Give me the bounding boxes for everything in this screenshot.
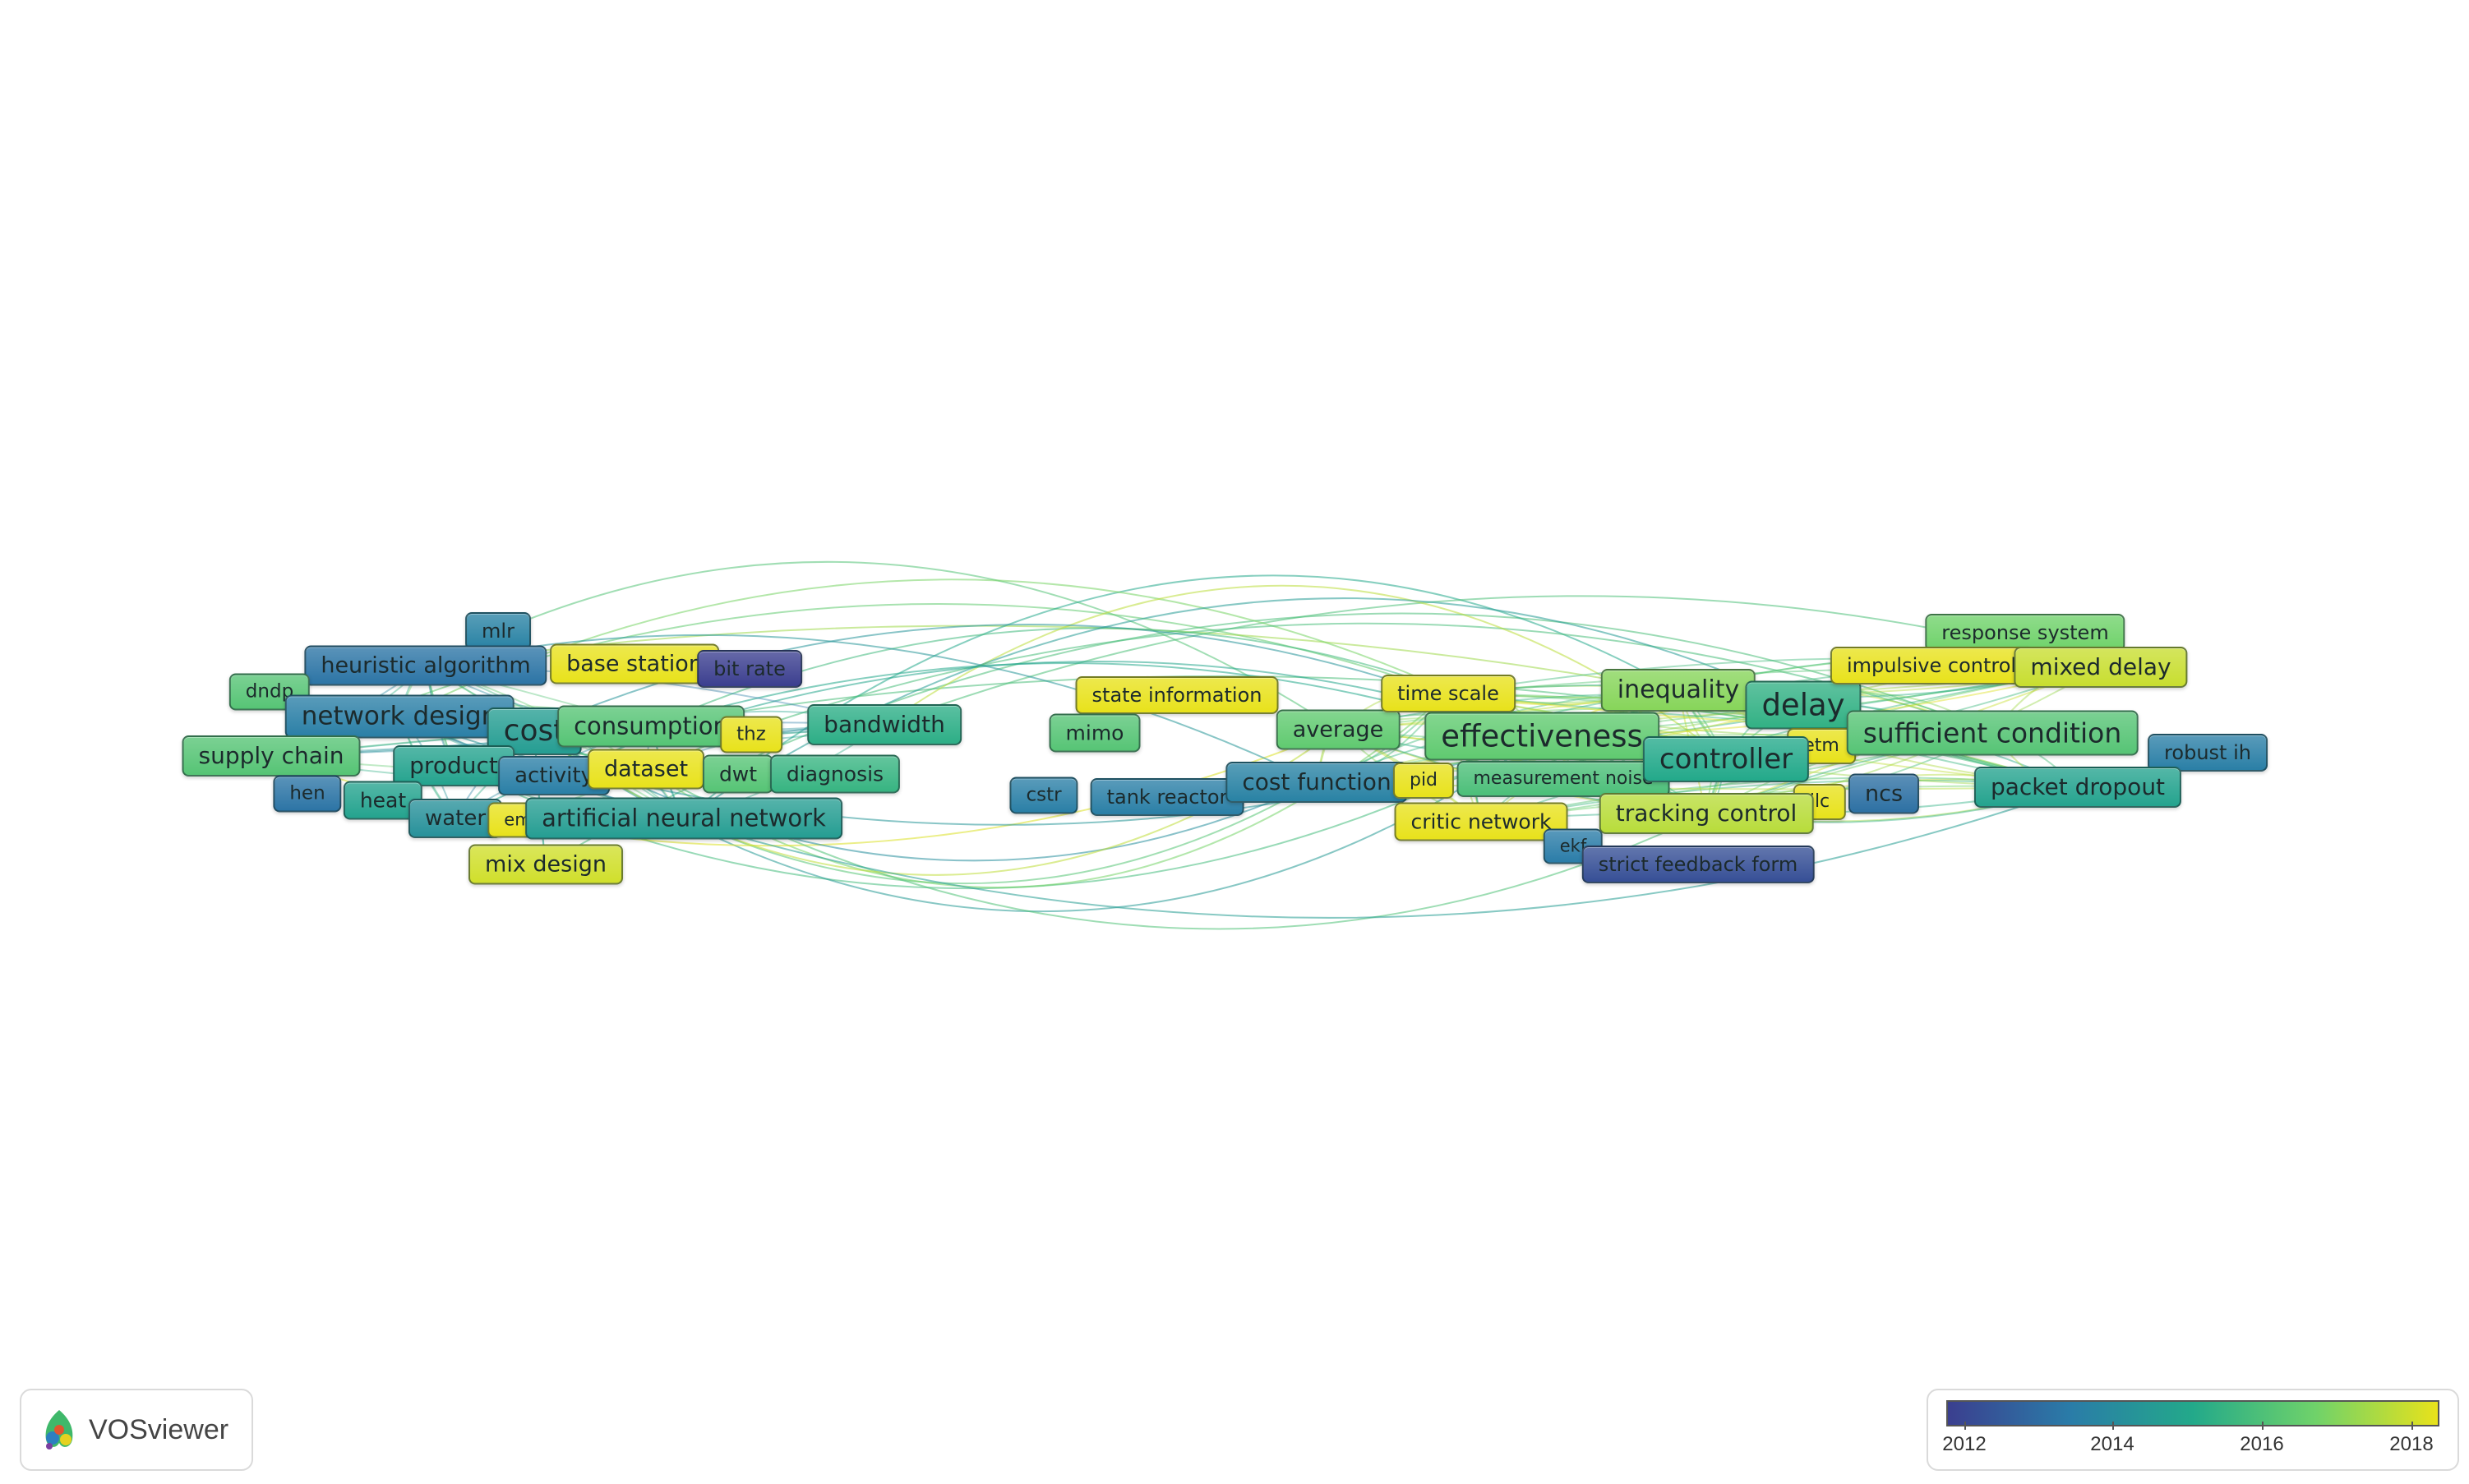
keyword-node-cstr[interactable]: cstr [1009,777,1078,814]
link-line [453,623,1543,767]
keyword-node-strict-feedback-form[interactable]: strict feedback form [1581,846,1815,883]
legend-tick [2262,1422,2264,1430]
link-line [645,622,1993,770]
link-line [884,595,2102,726]
keyword-node-robust-ih[interactable]: robust ih [2148,734,2268,772]
link-line [645,768,1707,930]
link-line [425,560,1339,730]
legend-label-2012: 2012 [1942,1433,1987,1455]
keyword-node-heuristic-algorithm[interactable]: heuristic algorithm [304,645,547,686]
keyword-node-mimo[interactable]: mimo [1049,713,1141,753]
link-line [425,634,1318,783]
legend-label-2014: 2014 [2090,1433,2134,1455]
keyword-node-inequality[interactable]: inequality [1600,669,1756,712]
keyword-node-state-information[interactable]: state information [1075,676,1279,714]
keyword-node-tank-reactor[interactable]: tank reactor [1090,778,1244,816]
app-name: VOSviewer [89,1413,229,1445]
keyword-node-supply-chain[interactable]: supply chain [182,735,361,777]
keyword-node-network-design[interactable]: network design [284,694,515,739]
keyword-node-time-scale[interactable]: time scale [1381,675,1516,712]
legend-tick [1964,1422,1966,1430]
keyword-node-artificial-neural-network[interactable]: artificial neural network [525,797,842,840]
keyword-node-measurement-noise[interactable]: measurement noise [1456,761,1670,797]
keyword-node-diagnosis[interactable]: diagnosis [769,754,901,794]
keyword-node-tracking-control[interactable]: tracking control [1599,793,1814,834]
keyword-node-consumption[interactable]: consumption [557,705,745,748]
keyword-node-ncs[interactable]: ncs [1848,773,1920,814]
keyword-node-pid[interactable]: pid [1392,763,1455,799]
keyword-node-delay[interactable]: delay [1745,680,1862,730]
keyword-node-impulsive-control[interactable]: impulsive control [1830,647,2033,684]
keyword-node-sufficient-condition[interactable]: sufficient condition [1846,710,2139,756]
keyword-node-bit-rate[interactable]: bit rate [697,650,802,688]
link-line [533,730,1318,862]
keyword-node-base-station[interactable]: base station [550,643,719,684]
keyword-node-dwt[interactable]: dwt [702,754,774,794]
keyword-node-dataset[interactable]: dataset [587,749,705,790]
vosviewer-logo: VOSviewer [20,1389,253,1471]
keyword-node-critic-network[interactable]: critic network [1394,802,1568,841]
keyword-node-hen[interactable]: hen [273,775,342,813]
keyword-node-bandwidth[interactable]: bandwidth [807,704,962,745]
keyword-node-effectiveness[interactable]: effectiveness [1424,712,1659,761]
keyword-node-thz[interactable]: thz [720,716,782,754]
link-line [270,603,1449,757]
keyword-node-product[interactable]: product [393,745,515,786]
keyword-node-mlr[interactable]: mlr [465,612,531,650]
legend-tick [2411,1422,2413,1430]
legend-tick [2112,1422,2114,1430]
keyword-node-controller[interactable]: controller [1642,736,1810,782]
keyword-node-average[interactable]: average [1276,709,1401,750]
keyword-node-response-system[interactable]: response system [1925,614,2125,652]
legend-label-2018: 2018 [2389,1433,2434,1455]
keyword-node-mix-design[interactable]: mix design [468,844,623,885]
keyword-node-packet-dropout[interactable]: packet dropout [1973,767,2182,808]
keyword-node-mixed-delay[interactable]: mixed delay [2014,647,2188,688]
vosviewer-logo-icon [45,1410,73,1449]
color-legend: 2012 2014 2016 2018 [1927,1389,2459,1471]
legend-label-2016: 2016 [2240,1433,2284,1455]
year-color-scale [1946,1400,2439,1426]
link-line [683,781,1318,885]
keyword-node-cost-function[interactable]: cost function [1225,762,1408,803]
